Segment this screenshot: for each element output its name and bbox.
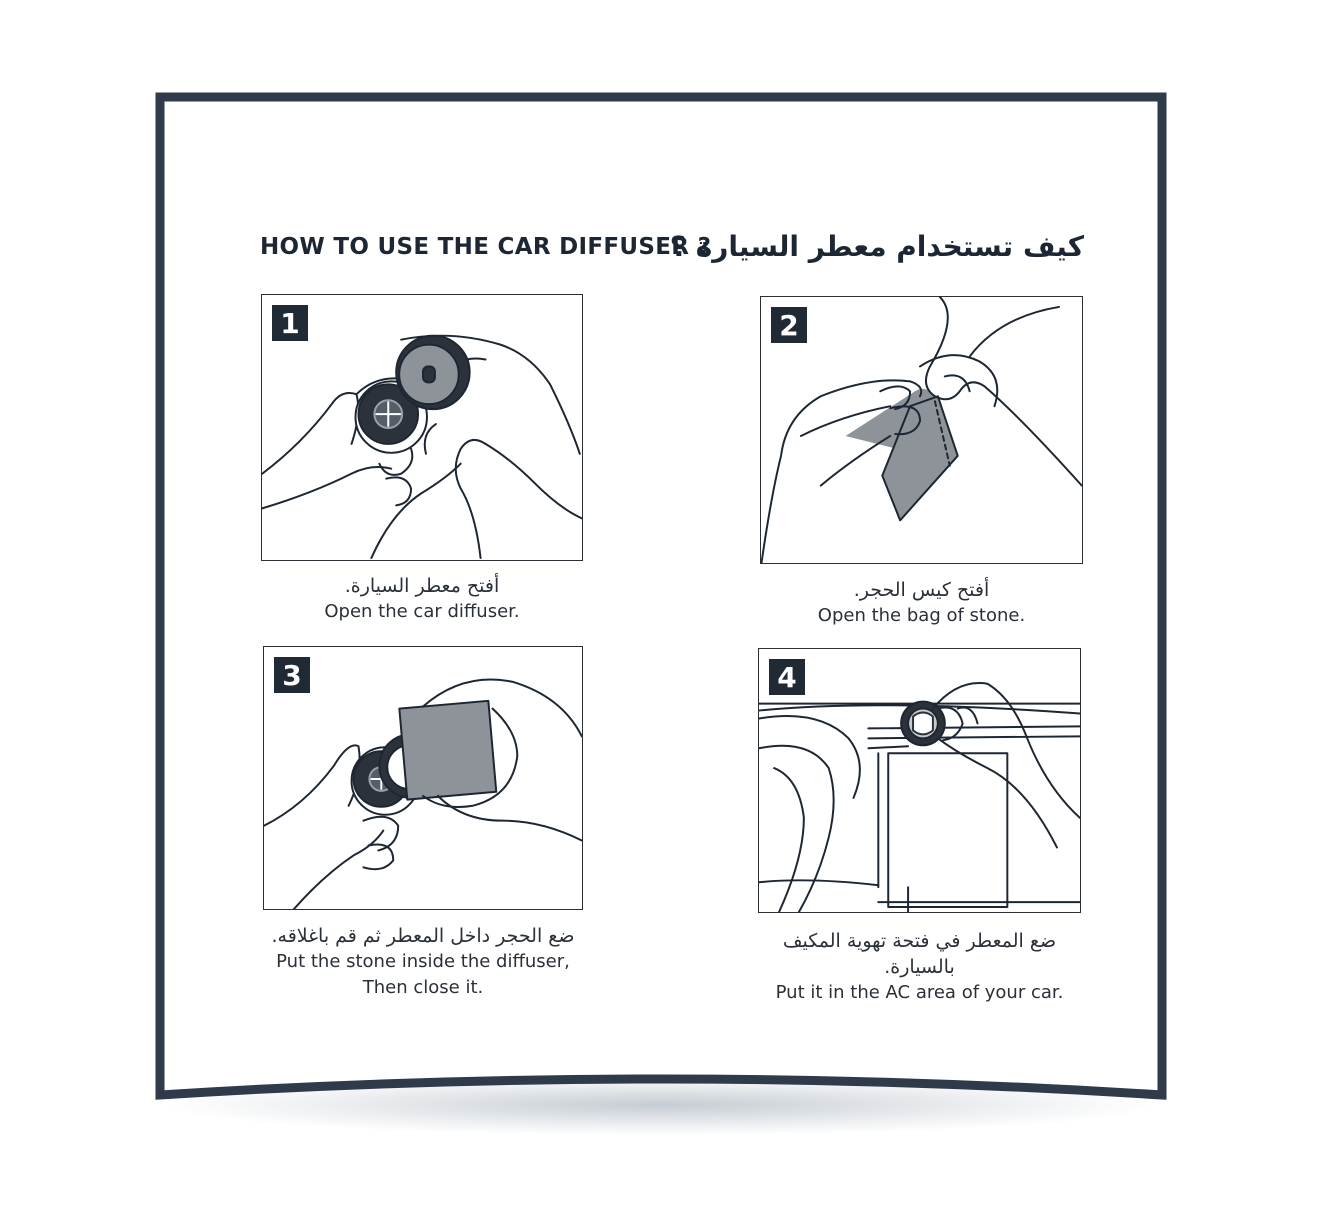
hands-diffuser-open-illustration (262, 334, 582, 560)
step-3-badge: 3 (274, 657, 310, 693)
step-3-caption: ضع الحجر داخل المعطر ثم قم باغلاقه. Put … (240, 923, 606, 1001)
step-4-caption-arabic-line2: بالسيارة. (884, 956, 955, 978)
step-1-caption-arabic: أفتح معطر السيارة. (344, 575, 500, 597)
hands-bag-open-illustration (761, 297, 1082, 563)
step-3-caption-english-line1: Put the stone inside the diffuser, (276, 951, 570, 972)
title-english: HOW TO USE THE CAR DIFFUSER ? (260, 234, 712, 260)
step-1-caption-english: Open the car diffuser. (324, 601, 520, 622)
hands-insert-stone-illustration (264, 678, 582, 909)
step-1-caption: أفتح معطر السيارة. Open the car diffuser… (261, 573, 583, 625)
title-arabic: كيف تستخدام معطر السيارة ؟ (669, 230, 1084, 263)
step-3-panel: 3 (263, 646, 583, 910)
step-3-caption-arabic: ضع الحجر داخل المعطر ثم قم باغلاقه. (271, 925, 575, 947)
step-4-caption-arabic-line1: ضع المعطر في فتحة تهوية المكيف (782, 930, 1057, 952)
car-vent-illustration (759, 682, 1080, 912)
step-2-caption-english: Open the bag of stone. (817, 605, 1026, 626)
step-4-badge: 4 (769, 659, 805, 695)
step-3-caption-english-line2: Then close it. (362, 977, 484, 998)
step-2-caption: أفتح كيس الحجر. Open the bag of stone. (760, 577, 1083, 629)
step-2-caption-arabic: أفتح كيس الحجر. (853, 579, 990, 601)
step-2-panel: 2 (760, 296, 1083, 564)
step-2-badge: 2 (771, 307, 807, 343)
step-1-badge: 1 (272, 305, 308, 341)
step-4-panel: 4 (758, 648, 1081, 913)
step-4-caption-english: Put it in the AC area of your car. (775, 982, 1064, 1003)
step-4-caption: ضع المعطر في فتحة تهوية المكيف بالسيارة.… (748, 928, 1091, 1006)
step-1-panel: 1 (261, 294, 583, 561)
